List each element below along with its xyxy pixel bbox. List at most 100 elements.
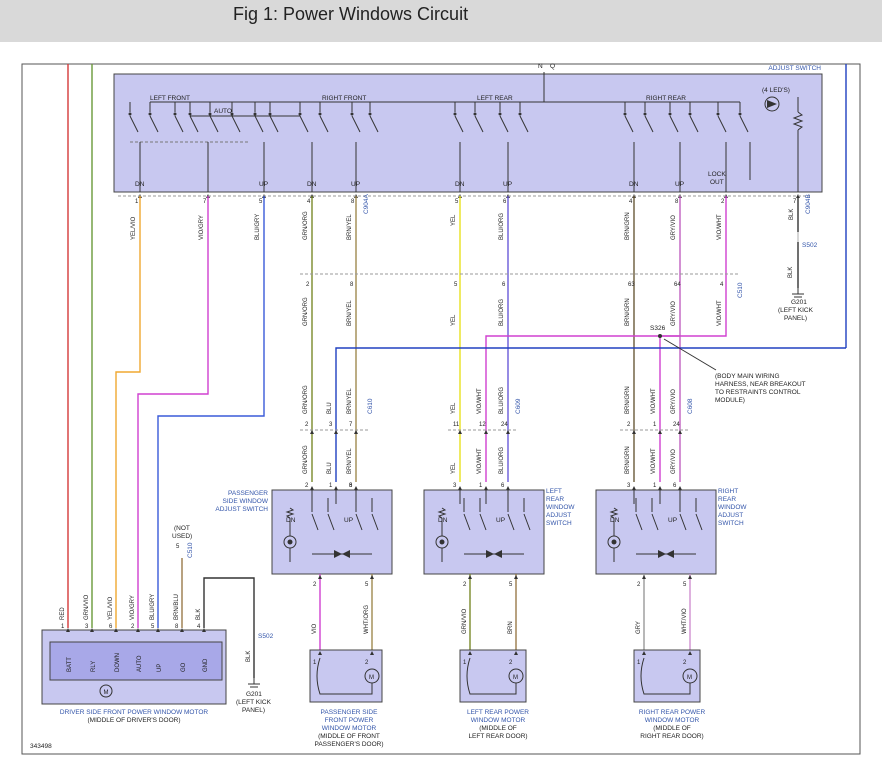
connector-wire-above: BRN/GRN [625, 386, 631, 414]
contact-blade [269, 115, 279, 133]
passenger-switch-name-2: SIDE WINDOW [223, 498, 269, 505]
door-switch-resistor [609, 507, 619, 519]
driver-c510-label: C510 [187, 542, 194, 558]
master-pin-number: 8 [351, 199, 355, 205]
door-switch-top-arrow [310, 486, 314, 490]
left-rear-switch-name-4: ADJUST [546, 512, 571, 519]
connector-pin-arrow [334, 430, 338, 434]
upper-ground-g201: G201 [791, 299, 807, 306]
resistor [792, 111, 804, 131]
driver-pin-number: 5 [151, 624, 155, 630]
driver-pin-arrow [202, 628, 206, 632]
connector-wire-below: YEL [451, 462, 457, 474]
not-used-1: (NOT [174, 525, 190, 532]
c609-label: C609 [515, 398, 522, 414]
door-motor-circuit [316, 657, 373, 695]
upper-ground-loc-1: (LEFT KICK [778, 307, 814, 314]
door-motor-pin: 2 [365, 660, 369, 666]
door-motor-circuit [640, 657, 691, 695]
door-switch-bottom-arrow [642, 575, 646, 579]
wire-gry-vio-upper [660, 196, 681, 337]
wire-label: BLU/ORG [499, 213, 505, 240]
c510-wire-label: BRN/GRN [625, 298, 631, 326]
door-switch-blade [635, 513, 643, 531]
connector-wire-below: BLU [327, 462, 333, 474]
passenger-motor-label-3: WINDOW MOTOR [322, 725, 377, 732]
s326-note-2: HARNESS, NEAR BREAKOUT [715, 381, 806, 388]
contact-node [208, 112, 212, 116]
connector-wire-below: BRN/GRN [625, 446, 631, 474]
contact-blade [689, 115, 699, 133]
connector-pin-arrow [678, 430, 682, 434]
door-switch-bottom-wire-label: VIO [312, 623, 318, 634]
left-rear-switch-name-5: SWITCH [546, 520, 572, 527]
c510-upper-label: C510 [737, 282, 744, 298]
connector-pin-number: 2 [627, 422, 631, 428]
contact-blade [499, 115, 509, 133]
driver-pin-number: 1 [61, 624, 65, 630]
section-right-rear: RIGHT REAR [646, 95, 686, 102]
led-diode [767, 100, 777, 108]
c510-pin-number: 4 [720, 282, 724, 288]
wire-label: YEL [451, 214, 457, 226]
right-rear-motor-label-4: RIGHT REAR DOOR) [640, 733, 703, 740]
top-label-n: N [538, 63, 543, 70]
driver-pin-func: BATT [67, 657, 73, 672]
driver-wire-label: BLK [196, 609, 202, 620]
door-switch-bottom-pin: 5 [365, 582, 369, 588]
wire-yel-vio [115, 196, 141, 628]
door-switch-up: UP [668, 517, 677, 524]
connector-pin-number: 24 [673, 422, 680, 428]
door-switch-top-arrow [658, 486, 662, 490]
passenger-switch-name-3: ADJUST SWITCH [215, 506, 268, 513]
c510-wire-label: VIO/WHT [717, 300, 723, 326]
wire-label: VIO/GRY [199, 215, 205, 240]
c510-pin-number: 63 [628, 282, 635, 288]
door-switch-bottom-arrow [688, 575, 692, 579]
door-switch-top-arrow [354, 486, 358, 490]
contact-blade [624, 115, 634, 133]
connector-pin-arrow [354, 430, 358, 434]
connector-wire-below: VIO/WHT [651, 448, 657, 474]
door-switch-top-arrow [678, 486, 682, 490]
contact-node [350, 112, 354, 116]
contact-blade [474, 115, 484, 133]
left-rear-switch-name-3: WINDOW [546, 504, 575, 511]
lock-label: LOCK [708, 171, 726, 178]
right-rear-switch-name-5: SWITCH [718, 520, 744, 527]
door-switch-diode-2 [342, 550, 350, 558]
page-title: Fig 1: Power Windows Circuit [233, 4, 469, 24]
door-switch-bottom-wire-label: BRN [508, 621, 514, 634]
right-rear-motor-label-2: WINDOW MOTOR [645, 717, 700, 724]
door-motor-pin: 2 [509, 660, 513, 666]
master-switch-box [113, 73, 823, 193]
c510-wire-label: GRN/ORG [303, 297, 309, 326]
contact-blade [717, 115, 727, 133]
contact-node [268, 112, 272, 116]
wire-label: YEL/VIO [131, 216, 137, 240]
connector-wire-below: BRN/YEL [347, 448, 353, 474]
door-motor-m: M [687, 675, 692, 681]
contact-blade [209, 115, 219, 133]
driver-pin-number: 8 [175, 624, 179, 630]
c510-wire-label: YEL [451, 314, 457, 326]
contact-blade [351, 115, 361, 133]
wire-blu [335, 347, 846, 482]
c510-pin-number: 5 [454, 282, 458, 288]
left-rear-motor-label-2: WINDOW MOTOR [471, 717, 526, 724]
door-switch-bottom-pin: 5 [683, 582, 687, 588]
contact-node [368, 112, 372, 116]
door-switch-diode-1 [334, 550, 342, 558]
driver-pin-func: DOWN [115, 653, 121, 672]
wire-label: BLU/GRY [255, 214, 261, 240]
connector-wire-below: GRN/ORG [303, 445, 309, 474]
section-left-front: LEFT FRONT [150, 95, 190, 102]
door-switch-led-dot [287, 539, 293, 545]
connector-pin-arrow [632, 430, 636, 434]
passenger-switch-name-1: PASSENGER [228, 490, 268, 497]
auto-label: AUTO [214, 108, 232, 115]
s326-leader [663, 338, 717, 371]
connector-pin-arrow [484, 430, 488, 434]
door-switch-diode-1 [486, 550, 494, 558]
door-motor-arrow [514, 651, 518, 655]
